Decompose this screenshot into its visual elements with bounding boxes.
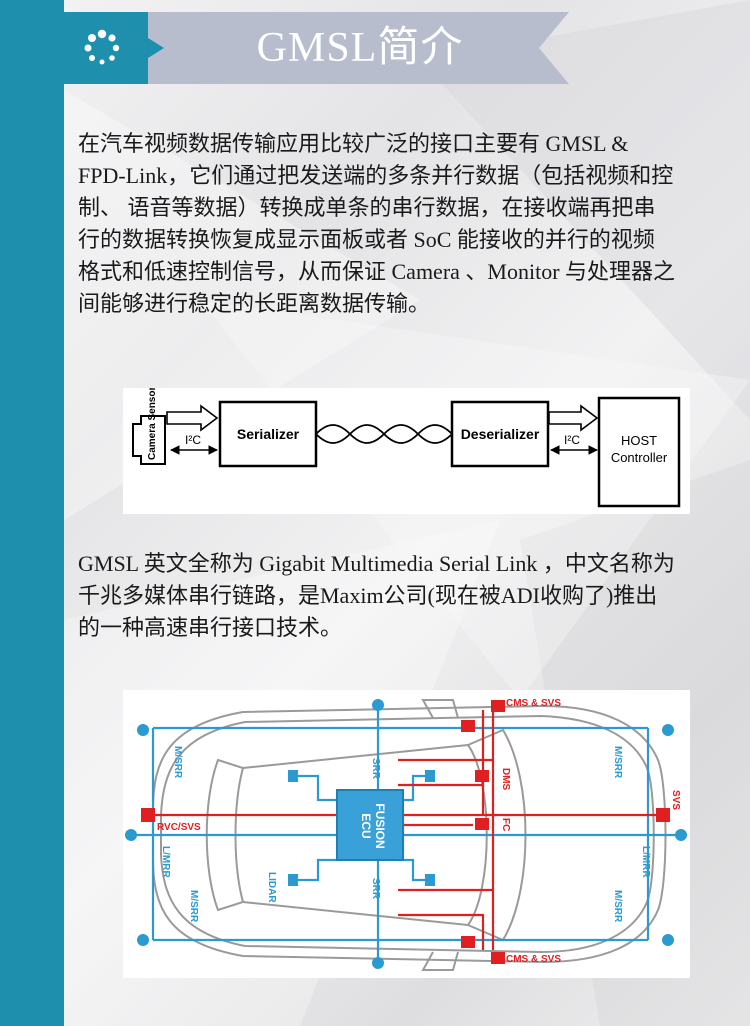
dots-spinner-icon bbox=[84, 29, 164, 65]
lmrr-left-label: L/MRR bbox=[160, 846, 171, 878]
text-line: 格式和低速控制信号，从而保证 Camera 、Monitor 与处理器之 bbox=[78, 259, 676, 284]
left-accent-bar bbox=[0, 0, 64, 1026]
fc-label: FC bbox=[500, 818, 511, 831]
i2c-label-left: I²C bbox=[185, 433, 201, 447]
msrr-tr-label: M/SRR bbox=[612, 746, 623, 779]
msrr-bl-label: M/SRR bbox=[188, 890, 199, 923]
intro-paragraph: 在汽车视频数据传输应用比较广泛的接口主要有 GMSL & FPD-Link，它们… bbox=[78, 128, 738, 320]
camera-icon bbox=[475, 770, 489, 782]
srr-bottom-label: SRR bbox=[370, 878, 381, 900]
sensor-wiring-blue bbox=[128, 705, 685, 963]
title-ribbon bbox=[64, 12, 569, 84]
serializer-label: Serializer bbox=[237, 426, 300, 442]
text-line: 千兆多媒体串行链路，是Maxim公司(现在被ADI收购了)推出 bbox=[78, 583, 658, 608]
camera-icon bbox=[141, 808, 155, 822]
lmrr-right-label: L/MRR bbox=[640, 846, 651, 878]
i2c-label-right: I²C bbox=[564, 433, 580, 447]
page-title: GMSL简介 bbox=[256, 25, 464, 71]
text-line: 在汽车视频数据传输应用比较广泛的接口主要有 GMSL & bbox=[78, 131, 629, 156]
text-line: 制、 语音等数据）转换成单条的串行数据，在接收端再把串 bbox=[78, 195, 656, 220]
serial-cable bbox=[315, 424, 453, 444]
msrr-br-label: M/SRR bbox=[612, 890, 623, 923]
camera-icon bbox=[656, 808, 670, 822]
title-badge bbox=[64, 12, 164, 84]
camera-icons bbox=[141, 700, 670, 964]
cms-bottom-label: CMS & SVS bbox=[506, 954, 561, 965]
text-line: 间能够进行稳定的长距离数据传输。 bbox=[78, 291, 431, 316]
ecu-label-line1: FUSION bbox=[373, 803, 387, 848]
data-arrow bbox=[548, 404, 599, 432]
cms-top-label: CMS & SVS bbox=[506, 698, 561, 709]
text-line: 行的数据转换恢复成显示面板或者 SoC 能接收的并行的视频 bbox=[78, 227, 655, 252]
controller-label: Controller bbox=[611, 450, 668, 465]
host-label: HOST bbox=[621, 433, 657, 448]
car-sensor-diagram: FUSION ECU CMS & SVS CMS & SVS bbox=[123, 690, 690, 978]
svs-label: SVS bbox=[670, 790, 681, 810]
camera-sensor-label: Camera Sensor bbox=[147, 388, 158, 460]
msrr-tl-label: M/SRR bbox=[172, 746, 183, 779]
text-line: FPD-Link，它们通过把发送端的多条并行数据（包括视频和控 bbox=[78, 163, 674, 188]
text-line: 的一种高速串行接口技术。 bbox=[78, 615, 343, 640]
serializer-block bbox=[218, 400, 318, 468]
serdes-block-diagram: Camera Sensor I²C Serializer Deserialize… bbox=[123, 387, 690, 514]
srr-top-label: SRR bbox=[370, 758, 381, 780]
sensor-wiring-red bbox=[148, 710, 668, 950]
lidar-label: LIDAR bbox=[266, 872, 277, 903]
camera-icon bbox=[461, 936, 475, 948]
camera-icon bbox=[491, 952, 505, 964]
fusion-ecu-block bbox=[336, 789, 404, 861]
camera-icon bbox=[475, 818, 489, 830]
camera-icon bbox=[461, 720, 475, 732]
text-line: GMSL 英文全称为 Gigabit Multimedia Serial Lin… bbox=[78, 551, 675, 576]
radar-icons bbox=[125, 699, 687, 969]
host-controller-block bbox=[597, 396, 681, 508]
ecu-label-line2: ECU bbox=[359, 813, 373, 838]
rvc-label: RVC/SVS bbox=[157, 822, 201, 833]
camera-icon bbox=[491, 700, 505, 712]
dms-label: DMS bbox=[500, 768, 511, 791]
data-arrow bbox=[166, 404, 219, 432]
deserializer-block bbox=[450, 400, 550, 468]
deserializer-label: Deserializer bbox=[461, 426, 540, 442]
camera-sensor-block: Camera Sensor bbox=[132, 387, 166, 465]
gmsl-definition-paragraph: GMSL 英文全称为 Gigabit Multimedia Serial Lin… bbox=[78, 548, 738, 644]
